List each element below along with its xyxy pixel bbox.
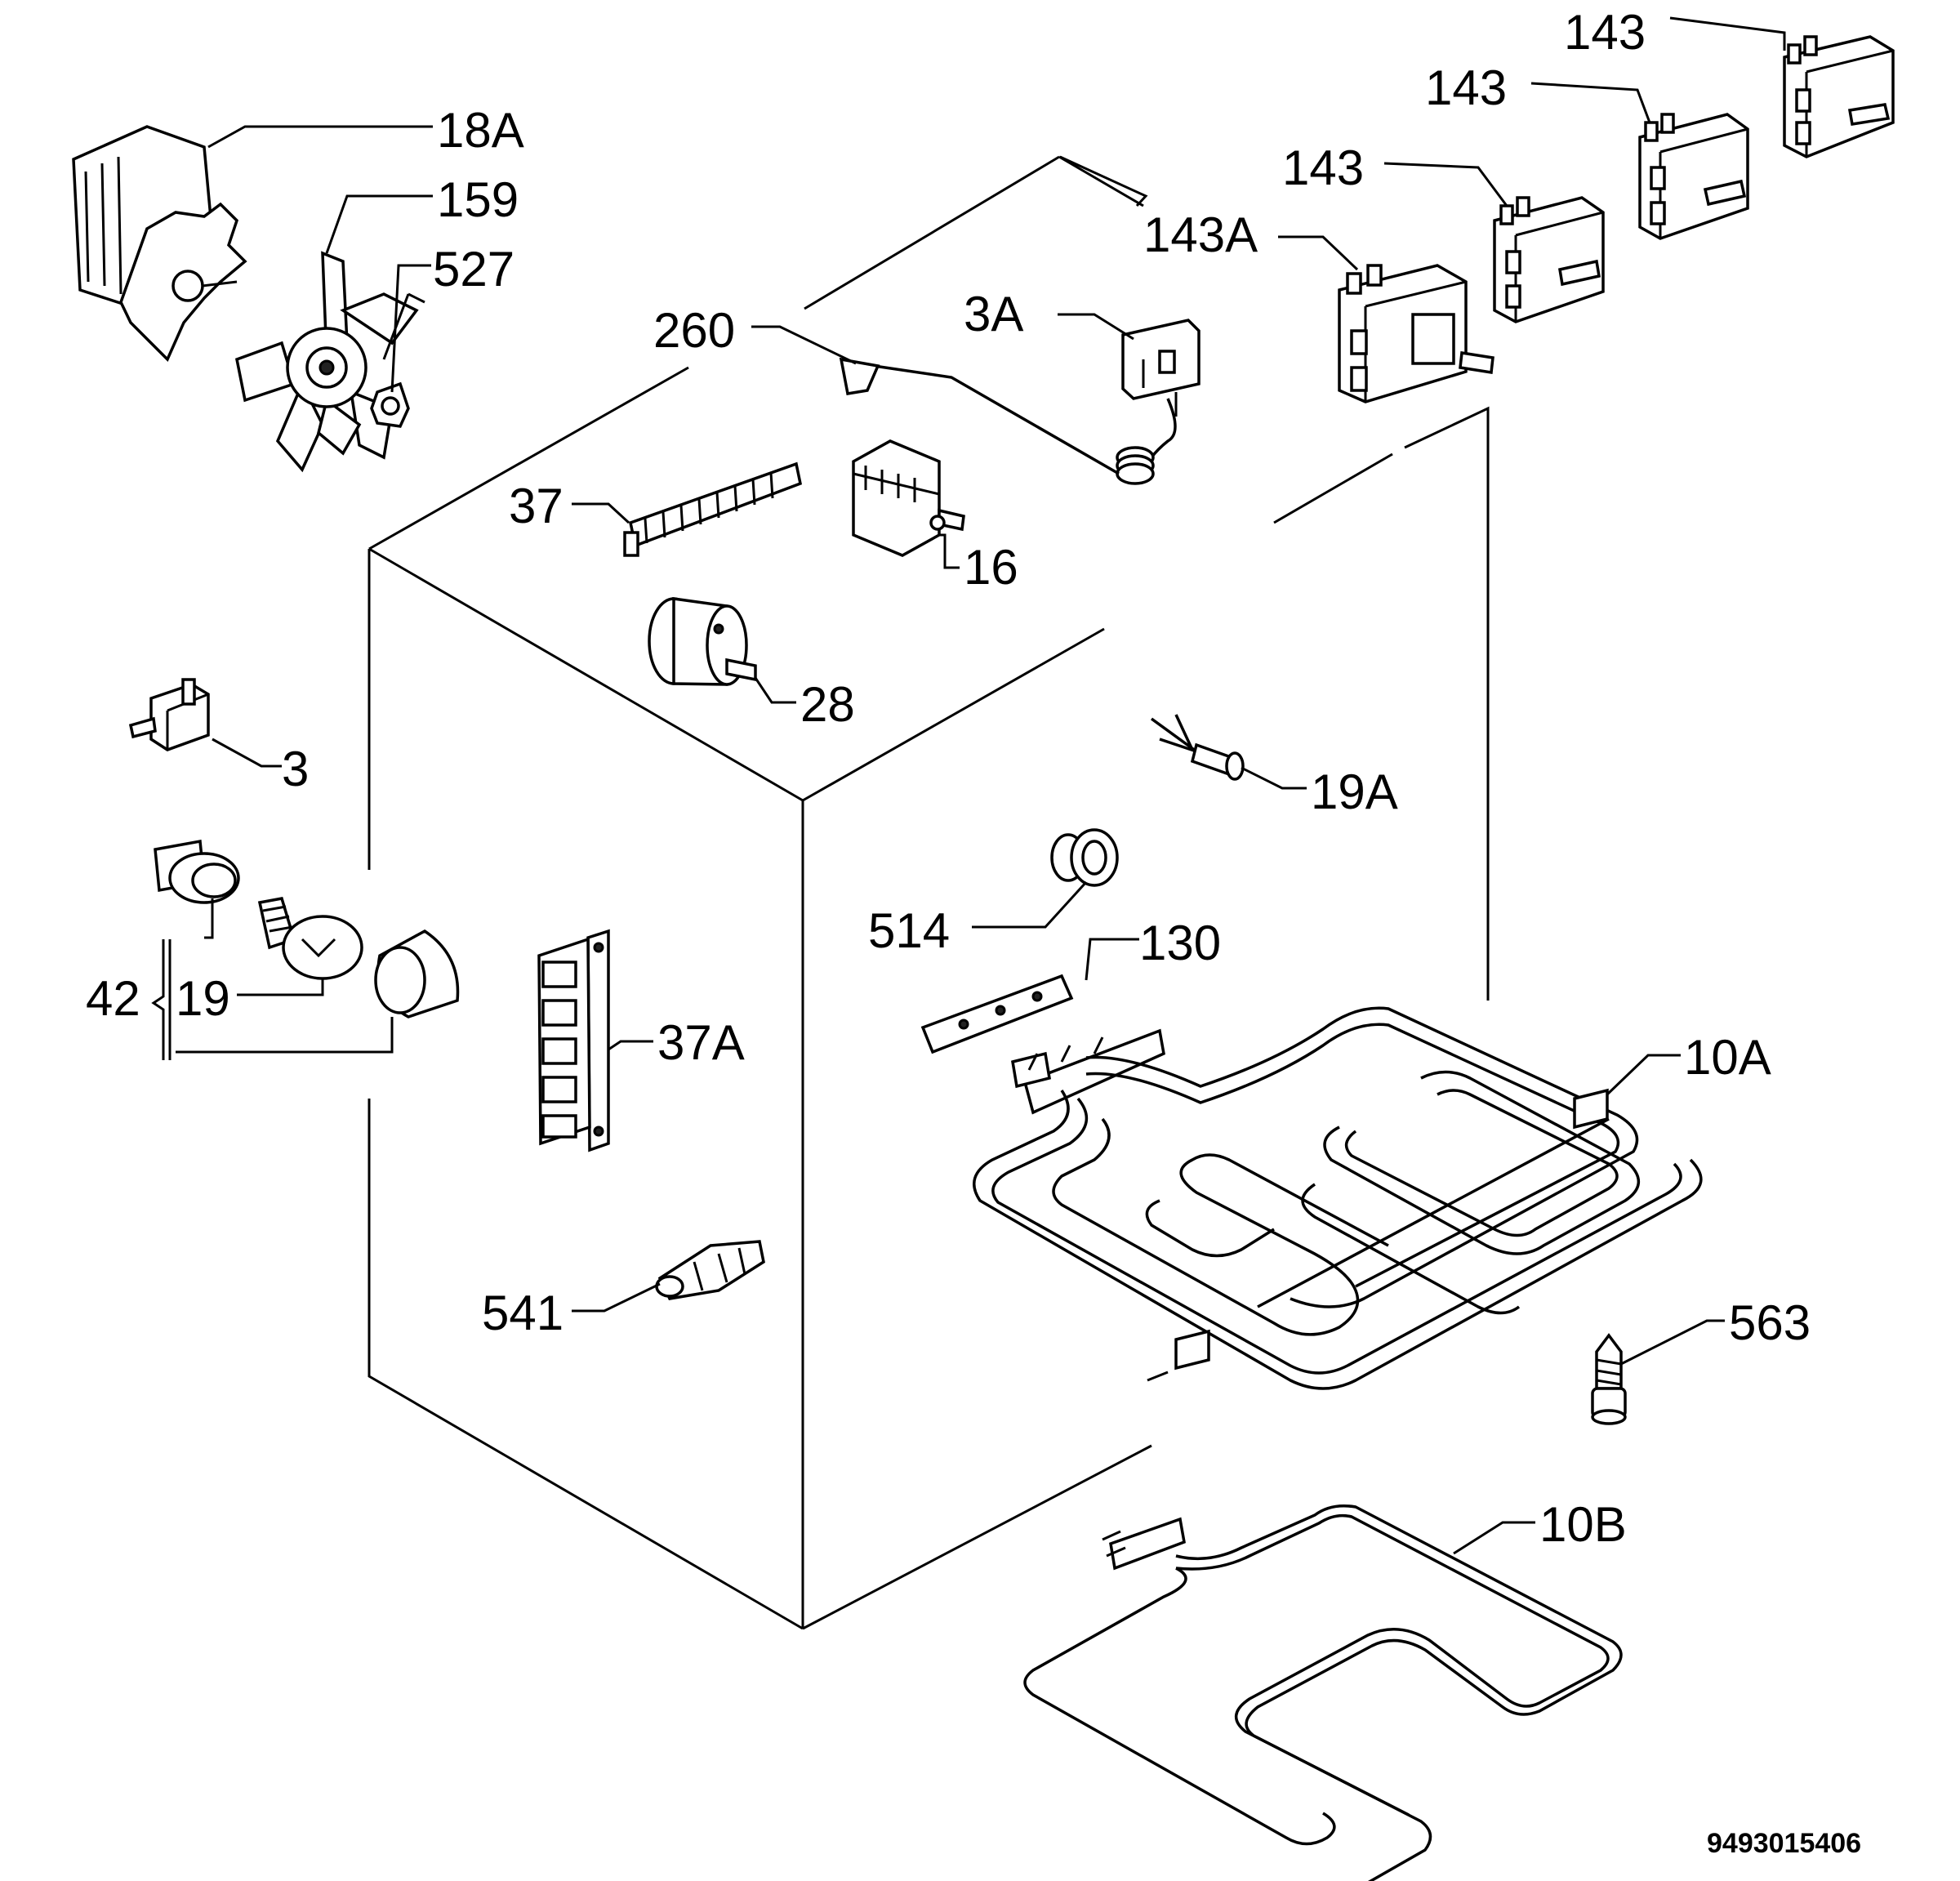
- clip-541: [655, 1240, 765, 1300]
- gasket-plate-130: [920, 974, 1074, 1054]
- switch-143-mid: [1638, 113, 1749, 240]
- label-37: 37: [509, 479, 564, 533]
- switch-143a: [1338, 264, 1494, 403]
- signal-lamp-19a: [1150, 714, 1245, 781]
- regulator-28: [648, 596, 757, 686]
- label-19a: 19A: [1311, 764, 1398, 819]
- label-19: 19: [176, 971, 230, 1026]
- label-18a: 18A: [437, 103, 524, 158]
- grommet-514: [1050, 828, 1119, 887]
- switch-143-low: [1493, 196, 1605, 323]
- selector-16: [852, 439, 965, 557]
- label-28: 28: [800, 677, 855, 732]
- label-10a: 10A: [1684, 1030, 1771, 1085]
- base-element-10b: [1023, 1504, 1623, 1881]
- label-541: 541: [482, 1286, 564, 1340]
- label-42: 42: [86, 971, 140, 1026]
- nut-527: [370, 292, 425, 428]
- terminal-strip-37: [623, 461, 803, 557]
- label-130: 130: [1139, 916, 1221, 970]
- label-3: 3: [282, 742, 309, 796]
- document-code: 9493015406: [1707, 1828, 1861, 1859]
- callout-labels: 143 143 143 143A 18A 159 527 260 3A 37 1…: [86, 5, 1861, 1859]
- label-37a: 37A: [657, 1015, 745, 1070]
- thermostat-3a: [839, 319, 1200, 485]
- label-143-mid: 143: [1425, 60, 1507, 115]
- label-3a: 3A: [964, 287, 1023, 341]
- fan-blade-159: [234, 251, 419, 473]
- label-260: 260: [653, 303, 735, 358]
- label-143-top: 143: [1564, 5, 1646, 60]
- switch-143-top: [1783, 35, 1895, 158]
- terminal-block-37a: [537, 929, 610, 1152]
- foot-563: [1591, 1333, 1627, 1425]
- label-143a: 143A: [1143, 207, 1258, 262]
- grill-element-10a: [973, 1006, 1703, 1390]
- label-159: 159: [437, 172, 519, 227]
- label-527: 527: [433, 242, 514, 296]
- label-143-low: 143: [1282, 140, 1364, 195]
- label-16: 16: [964, 540, 1018, 595]
- label-10b: 10B: [1539, 1497, 1627, 1552]
- label-563: 563: [1729, 1295, 1811, 1350]
- leader-lines: [151, 16, 1786, 1555]
- oven-cabinet: [368, 155, 1490, 1630]
- fan-motor-18a: [72, 125, 247, 363]
- label-514: 514: [868, 903, 950, 958]
- cutout-3: [128, 678, 210, 751]
